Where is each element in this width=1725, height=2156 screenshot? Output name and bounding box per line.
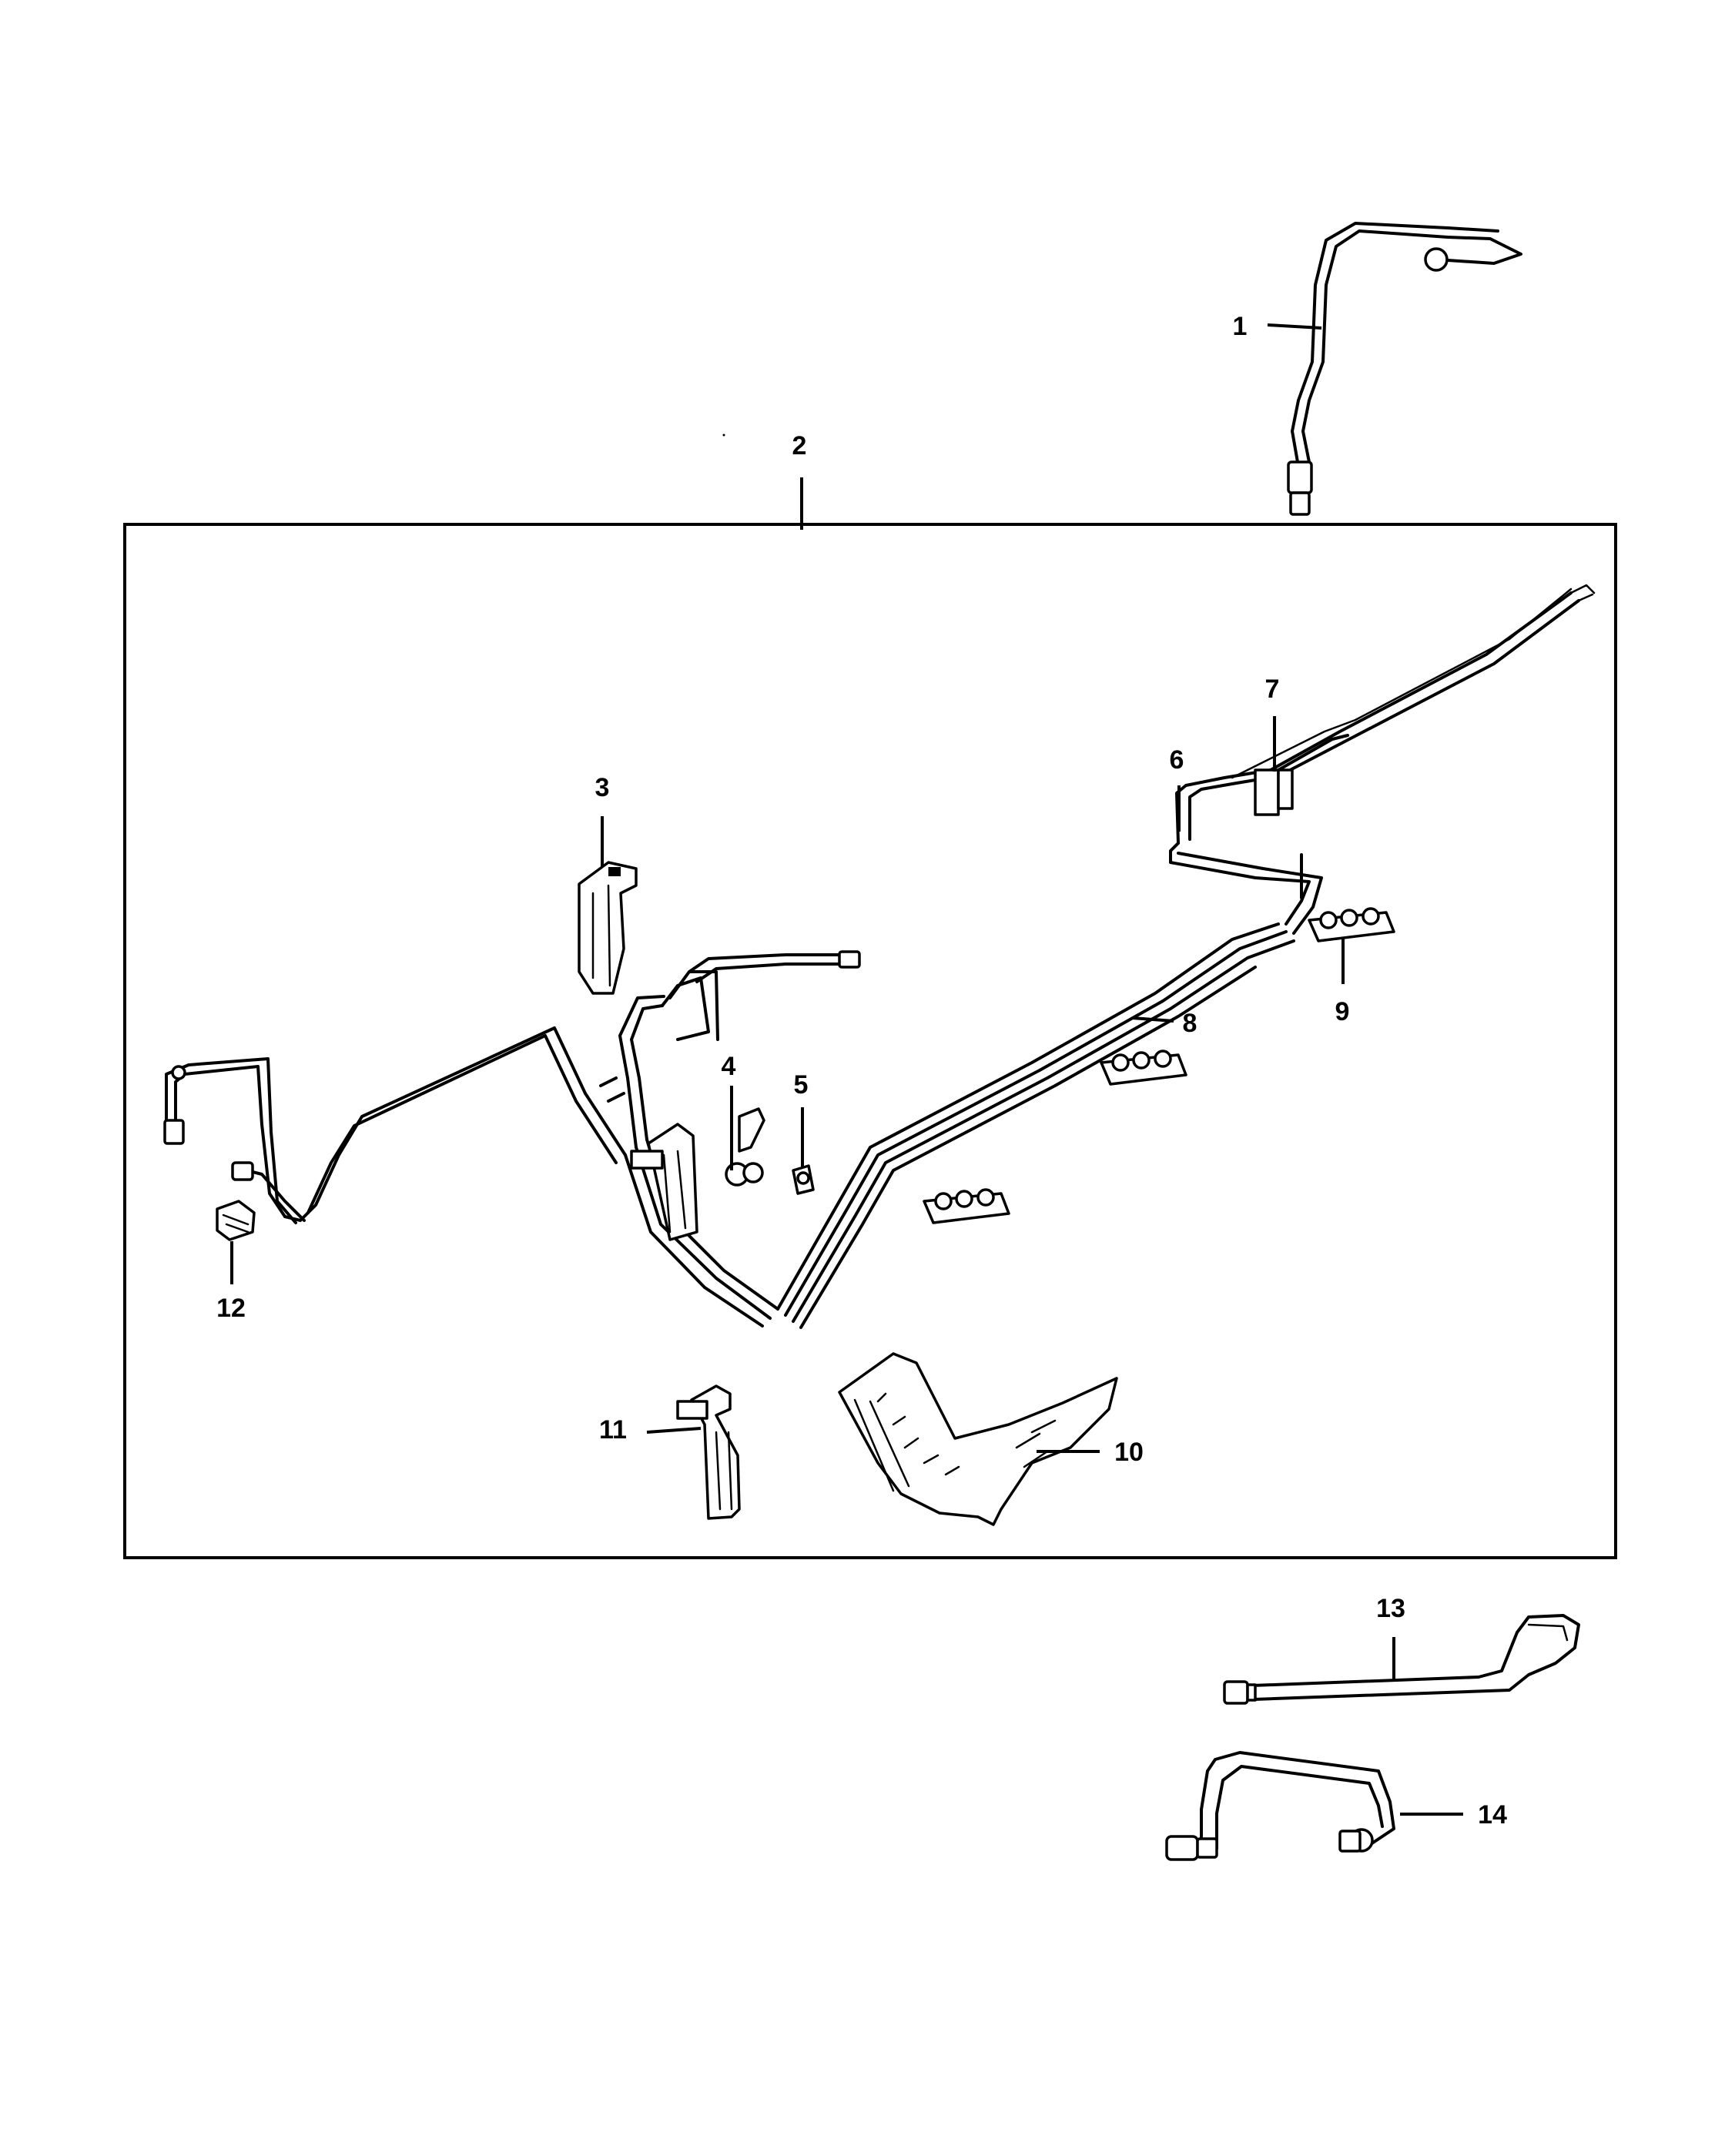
tube-clip-lower[interactable] [923,1188,1010,1224]
callout-10: 10 [1114,1438,1144,1467]
callout-4: 4 [722,1052,736,1081]
main-tube-assembly[interactable] [163,922,1295,1329]
callout-13: 13 [1376,1594,1405,1623]
center-clip-cluster[interactable] [630,1123,698,1241]
callout-9: 9 [1335,997,1350,1026]
callout-7: 7 [1265,675,1280,704]
callout-14: 14 [1478,1800,1507,1830]
part-13-hose[interactable] [1223,1614,1580,1705]
part-11-bracket[interactable] [676,1384,741,1520]
callout-1: 1 [1233,312,1248,341]
callout-2: 2 [792,431,807,460]
stray-mark [722,434,725,437]
part-12-clip[interactable] [216,1200,256,1241]
callout-8: 8 [1183,1009,1197,1038]
part-3-bracket[interactable] [578,861,638,995]
leader-8 [1131,1016,1174,1023]
kit-box-border [123,523,1617,1559]
callout-3: 3 [595,773,610,802]
leader-11 [646,1427,702,1434]
callout-12: 12 [216,1294,246,1323]
callout-6: 6 [1170,745,1184,775]
part-10-shield[interactable] [838,1352,1118,1526]
leader-1 [1267,323,1322,330]
part-14-hose[interactable] [1165,1751,1395,1861]
tube-clip-middle[interactable] [1100,1050,1187,1086]
callout-11: 11 [599,1415,627,1445]
part-5-clip[interactable] [792,1164,815,1195]
rear-tube-section[interactable] [1169,584,1596,935]
callout-5: 5 [794,1070,809,1100]
part-1-hose[interactable] [1287,222,1522,516]
part-9-clip[interactable] [1308,907,1395,942]
